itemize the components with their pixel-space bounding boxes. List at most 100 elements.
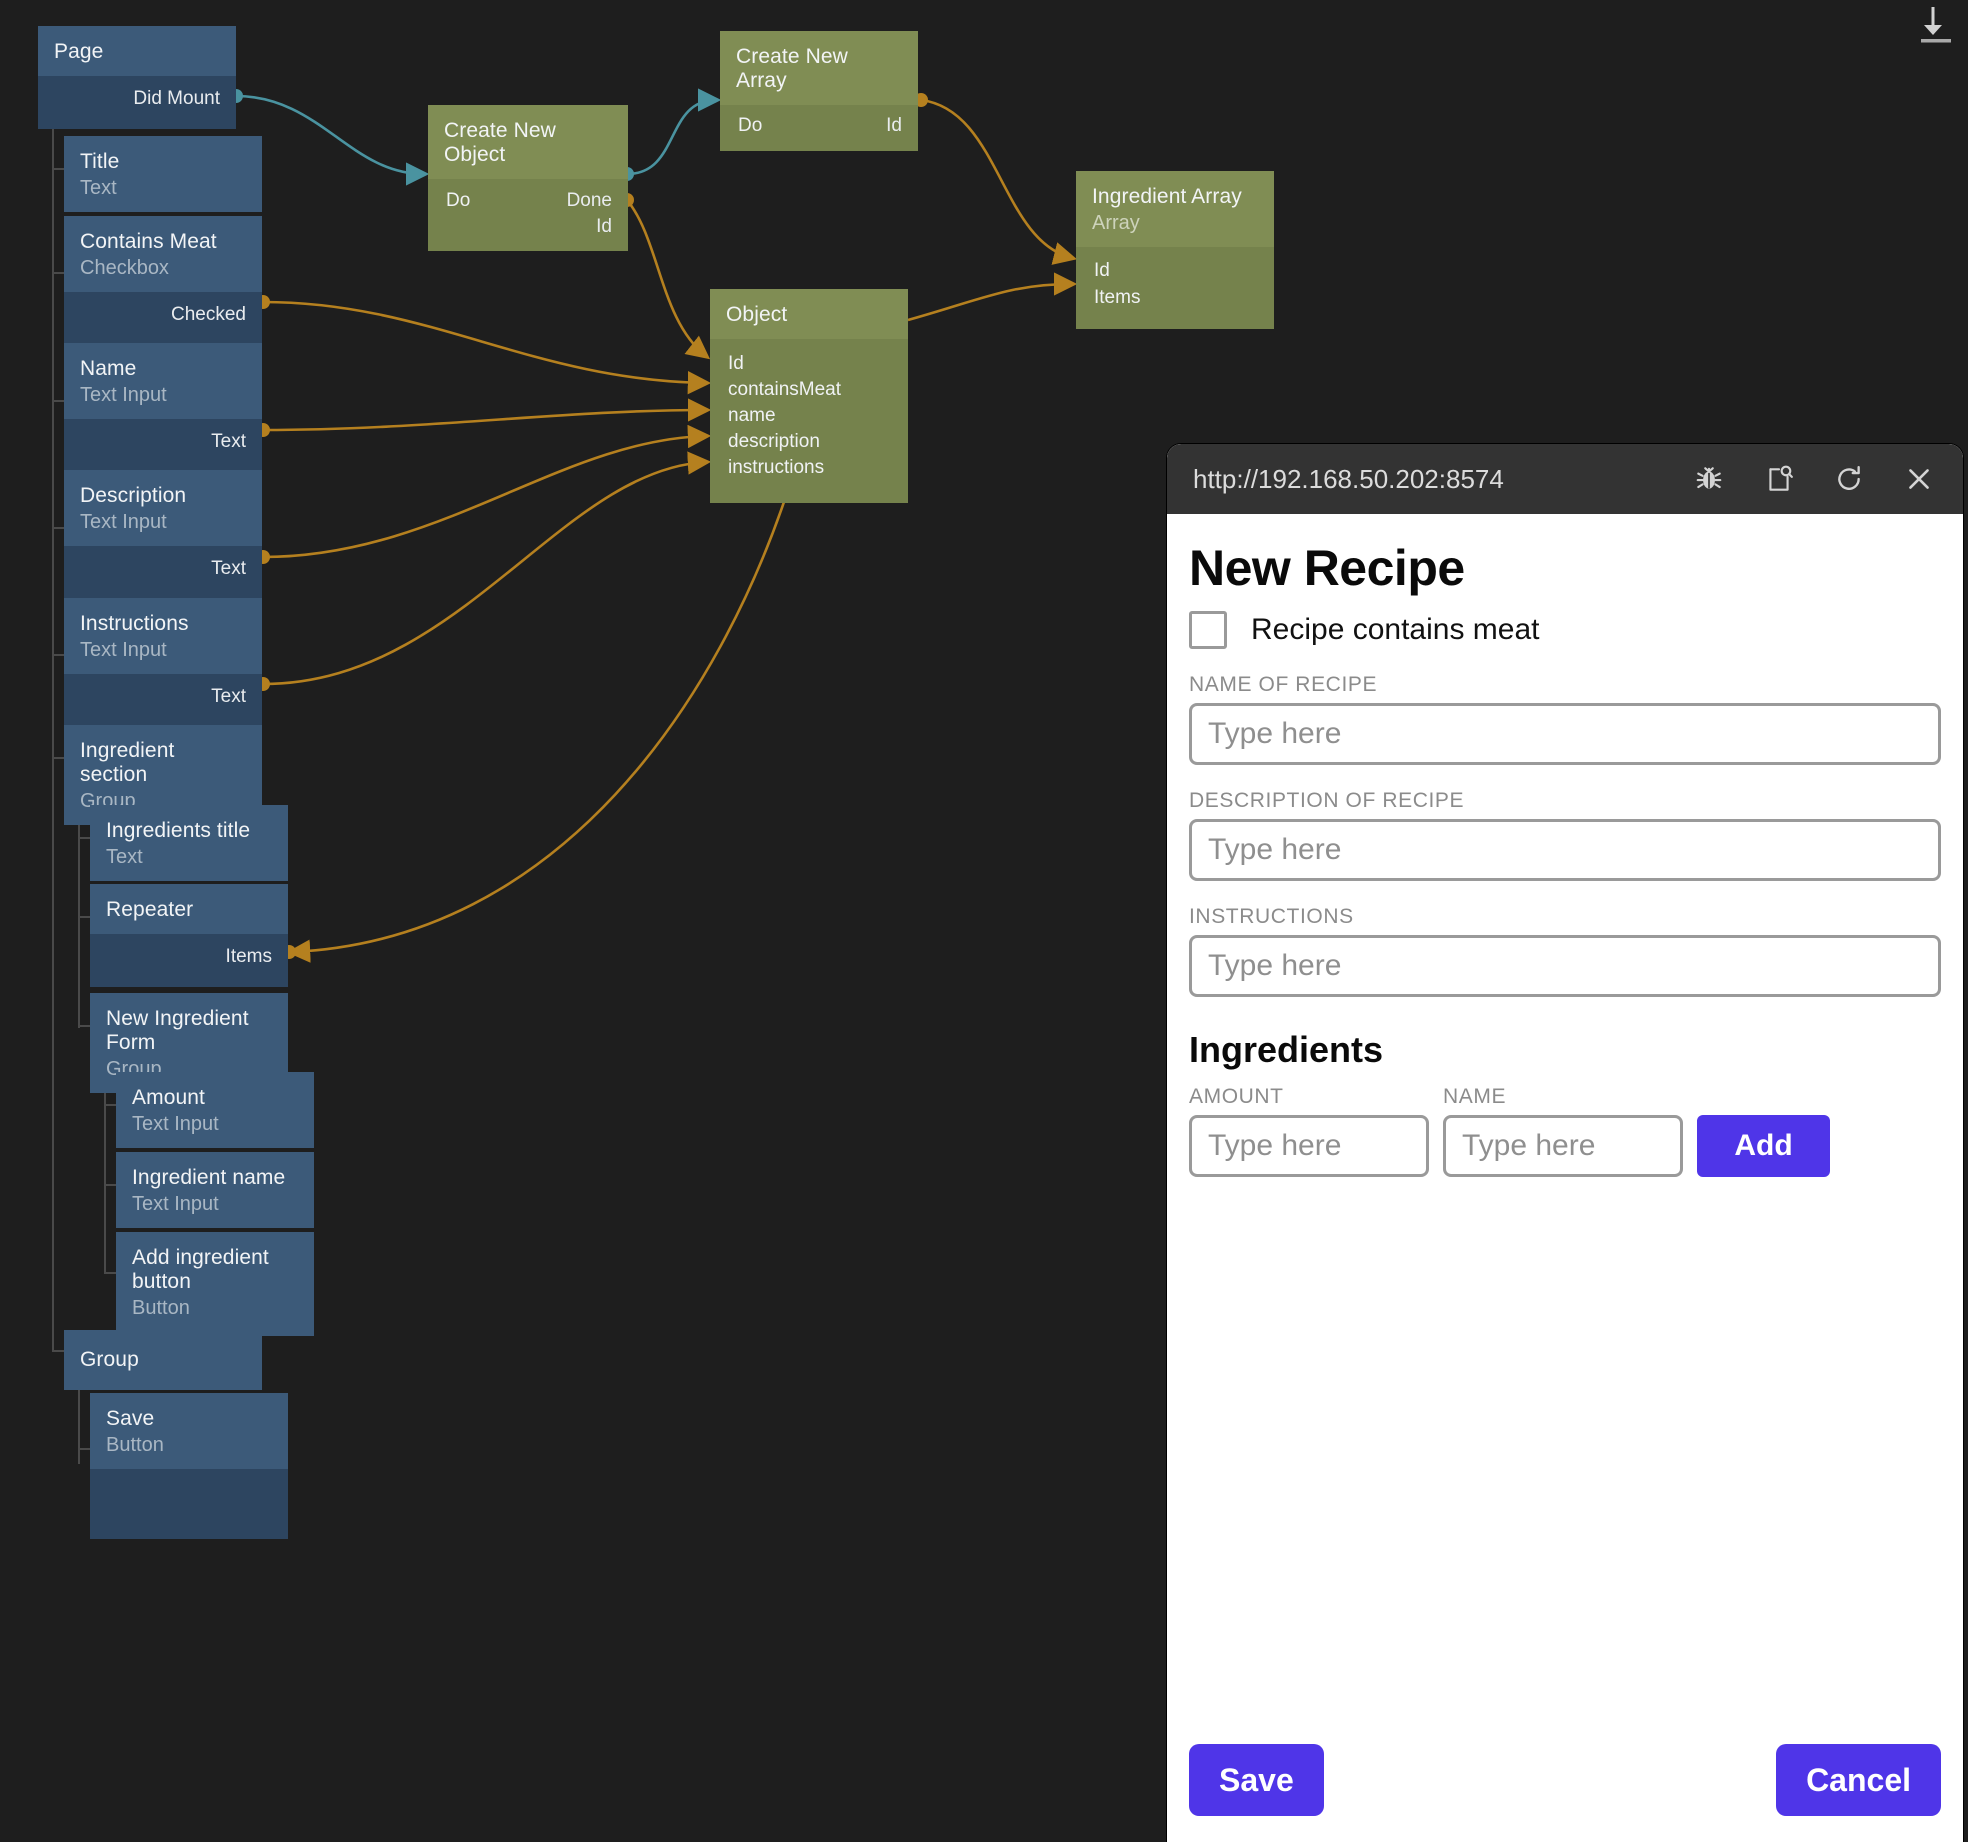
node-port-id[interactable]: Id [596, 215, 612, 237]
node-subtype: Text Input [80, 384, 167, 407]
node-title: Ingredients title [106, 819, 251, 842]
graph-node-page[interactable]: Page Did Mount [38, 26, 236, 130]
graph-node-name[interactable]: Name Text Input Text [64, 343, 262, 473]
contains-meat-row[interactable]: Recipe contains meat [1189, 610, 1941, 649]
tree-guide-line [52, 168, 66, 170]
node-port-do[interactable]: Do [446, 189, 471, 211]
node-subtype: Text Input [80, 639, 167, 662]
preview-browser-window[interactable]: http://192.168.50.202:8574 [1167, 444, 1963, 1842]
tree-guide-line [104, 1272, 118, 1274]
ingredient-name-label: NAME [1443, 1084, 1507, 1108]
bug-icon[interactable] [1687, 457, 1731, 501]
name-of-recipe-label: NAME OF RECIPE [1189, 672, 1378, 696]
node-body: Text [64, 546, 262, 600]
graph-node-add-ingredient-button[interactable]: Add ingredient button Button [116, 1232, 314, 1337]
instructions-label: INSTRUCTIONS [1189, 904, 1354, 928]
ingredient-name-input[interactable]: Type here [1443, 1114, 1683, 1177]
reload-icon[interactable] [1827, 457, 1871, 501]
node-subtype: Text [106, 846, 143, 869]
tree-guide-line [52, 1350, 66, 1352]
node-header: Repeater [90, 884, 288, 935]
node-port-instructions[interactable]: instructions [728, 457, 825, 479]
node-body: Text [64, 419, 262, 473]
node-title: Description [80, 484, 187, 507]
node-port-name[interactable]: name [728, 405, 776, 427]
cancel-button[interactable]: Cancel [1776, 1744, 1941, 1816]
node-port-items[interactable]: Items [225, 945, 272, 967]
graph-node-repeater[interactable]: Repeater Items [90, 884, 288, 988]
graph-node-ingredient-array[interactable]: Ingredient Array Array Id Items [1076, 171, 1274, 330]
node-port-contains-meat[interactable]: containsMeat [728, 379, 842, 401]
ingredient-name-field-group: NAME Type here [1443, 1071, 1683, 1177]
save-button[interactable]: Save [1189, 1744, 1324, 1816]
node-port-id[interactable]: Id [1094, 259, 1110, 281]
graph-node-ingredients-title[interactable]: Ingredients title Text [90, 805, 288, 882]
node-title: Create New Array [736, 45, 848, 93]
node-header: Ingredient name Text Input [116, 1152, 314, 1229]
tree-guide-line [78, 1378, 80, 1464]
preview-page: New Recipe Recipe contains meat NAME OF … [1167, 514, 1963, 1842]
node-subtype: Button [106, 1434, 164, 1457]
node-body: Id containsMeat name description instruc… [710, 339, 908, 504]
download-icon[interactable] [1912, 4, 1954, 48]
node-port-items[interactable]: Items [1094, 286, 1141, 308]
node-subtype: Text Input [80, 511, 167, 534]
graph-node-description[interactable]: Description Text Input Text [64, 470, 262, 600]
node-port-id[interactable]: Id [728, 353, 744, 375]
amount-input[interactable]: Type here [1189, 1114, 1429, 1177]
node-header: Add ingredient button Button [116, 1232, 314, 1337]
graph-node-title[interactable]: Title Text [64, 136, 262, 213]
ingredient-entry-row: AMOUNT Type here NAME Type here Add [1189, 1071, 1941, 1177]
node-port-text[interactable]: Text [211, 430, 246, 452]
graph-node-amount[interactable]: Amount Text Input [116, 1072, 314, 1149]
node-title: Ingredient name [132, 1166, 286, 1189]
graph-node-create-new-array[interactable]: Create New Array Do Id [720, 31, 918, 152]
url-text[interactable]: http://192.168.50.202:8574 [1193, 463, 1504, 494]
graph-node-create-new-object[interactable]: Create New Object Do Done Id [428, 105, 628, 252]
name-of-recipe-input[interactable]: Type here [1189, 702, 1941, 765]
node-header: Save Button [90, 1393, 288, 1470]
description-of-recipe-label: DESCRIPTION OF RECIPE [1189, 788, 1465, 812]
inspect-page-icon[interactable] [1757, 457, 1801, 501]
close-icon[interactable] [1897, 457, 1941, 501]
tree-guide-line [78, 1025, 92, 1027]
graph-node-object[interactable]: Object Id containsMeat name description … [710, 289, 908, 504]
node-header: Amount Text Input [116, 1072, 314, 1149]
node-port-text[interactable]: Text [211, 557, 246, 579]
node-port-description[interactable]: description [728, 431, 820, 453]
node-subtype: Text Input [132, 1193, 219, 1216]
add-ingredient-button[interactable]: Add [1697, 1114, 1830, 1177]
node-port-do[interactable]: Do [738, 114, 763, 136]
instructions-input[interactable]: Type here [1189, 934, 1941, 997]
node-title: Ingredient Array [1092, 185, 1242, 208]
contains-meat-checkbox[interactable] [1189, 610, 1227, 649]
tree-guide-line [78, 1448, 92, 1450]
node-port-done[interactable]: Done [566, 189, 612, 211]
node-port-checked[interactable]: Checked [171, 303, 246, 325]
ingredients-heading: Ingredients [1189, 1028, 1384, 1070]
tree-guide-line [78, 916, 92, 918]
graph-node-ingredient-name[interactable]: Ingredient name Text Input [116, 1152, 314, 1229]
node-port-text[interactable]: Text [211, 685, 246, 707]
graph-node-contains-meat[interactable]: Contains Meat Checkbox Checked [64, 216, 262, 346]
browser-toolbar: http://192.168.50.202:8574 [1167, 444, 1963, 514]
node-header: Title Text [64, 136, 262, 213]
node-header: Create New Array [720, 31, 918, 106]
graph-node-group[interactable]: Group [64, 1330, 262, 1391]
graph-node-instructions[interactable]: Instructions Text Input Text [64, 598, 262, 728]
node-header: Object [710, 289, 908, 340]
graph-node-save-button[interactable]: Save Button [90, 1393, 288, 1540]
description-of-recipe-input[interactable]: Type here [1189, 818, 1941, 881]
form-footer: Save Cancel [1189, 1744, 1941, 1842]
node-body: Did Mount [38, 76, 236, 130]
node-port-id[interactable]: Id [886, 114, 902, 136]
node-title: Object [726, 303, 788, 326]
amount-label: AMOUNT [1189, 1084, 1284, 1108]
tree-guide-line [78, 837, 92, 839]
node-body: Do Id [720, 105, 918, 152]
node-port-did-mount[interactable]: Did Mount [133, 87, 220, 109]
node-title: Name [80, 357, 137, 380]
node-header: Instructions Text Input [64, 598, 262, 675]
contains-meat-label: Recipe contains meat [1251, 612, 1540, 646]
node-body: Id Items [1076, 247, 1274, 330]
